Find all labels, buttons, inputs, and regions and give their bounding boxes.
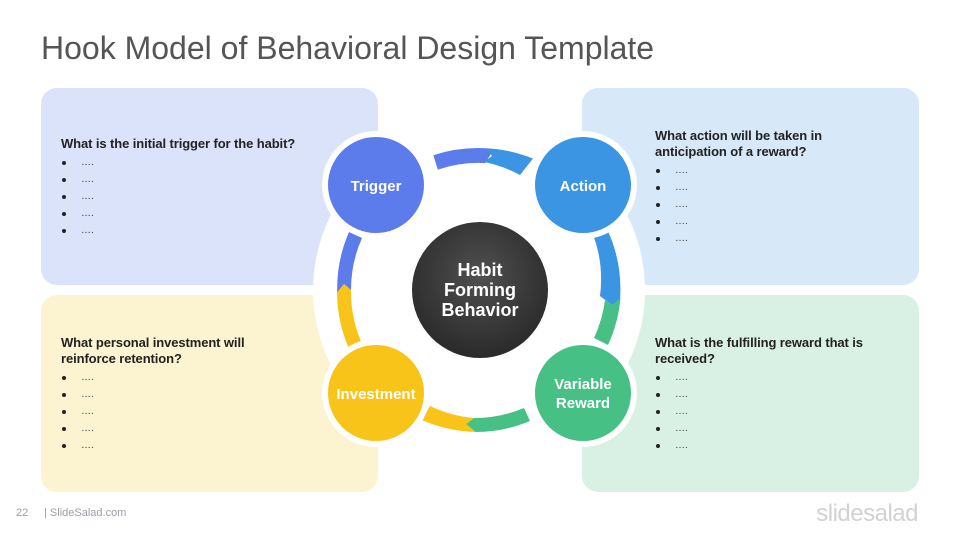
- slide-title: Hook Model of Behavioral Design Template: [41, 30, 655, 66]
- bullet-item: ….: [61, 154, 301, 171]
- bullet-item: ….: [61, 437, 301, 454]
- reward-question: What is the fulfilling reward that is re…: [655, 335, 863, 366]
- trigger-node-label: Trigger: [351, 178, 402, 195]
- bullet-item: ….: [655, 196, 885, 213]
- bullet-item: ….: [61, 403, 301, 420]
- trigger-node-fill: [328, 137, 424, 233]
- bullet-item: ….: [655, 403, 895, 420]
- bullet-item: ….: [655, 162, 885, 179]
- reward-bullet-list: …. …. …. …. ….: [655, 369, 895, 454]
- arrow-reward-to-investment: [466, 408, 530, 433]
- trigger-question: What is the initial trigger for the habi…: [61, 136, 296, 151]
- center-label-line2: Forming: [444, 280, 516, 300]
- page-number: 22: [16, 507, 29, 519]
- footer-site-link[interactable]: | SlideSalad.com: [44, 507, 127, 519]
- investment-question: What personal investment will reinforce …: [61, 335, 245, 366]
- center-circle: [412, 222, 548, 358]
- investment-bullet-list: …. …. …. …. ….: [61, 369, 301, 454]
- bullet-item: ….: [655, 213, 885, 230]
- arrow-action-to-reward: [592, 225, 621, 305]
- action-node: Action: [529, 131, 637, 239]
- reward-node: Variable Reward: [529, 339, 637, 447]
- trigger-panel-content: What is the initial trigger for the habi…: [61, 136, 301, 239]
- bullet-item: ….: [655, 437, 895, 454]
- center-label-line1: Habit: [458, 260, 503, 280]
- reward-node-fill: [535, 345, 631, 441]
- bullet-item: ….: [655, 386, 895, 403]
- bullet-item: ….: [655, 369, 895, 386]
- arrow-investment-to-trigger-head: [337, 232, 362, 292]
- bullet-item: ….: [655, 420, 895, 437]
- action-node-fill: [535, 137, 631, 233]
- trigger-bullet-list: …. …. …. …. ….: [61, 154, 301, 239]
- bullet-item: ….: [61, 222, 301, 239]
- investment-node-label: Investment: [336, 386, 415, 403]
- action-node-label: Action: [560, 178, 607, 195]
- reward-panel-content: What is the fulfilling reward that is re…: [655, 335, 895, 454]
- arrow-trigger-to-action-head: [484, 148, 533, 175]
- investment-node: Investment: [322, 339, 430, 447]
- center-label-line3: Behavior: [441, 300, 518, 320]
- bullet-item: ….: [61, 420, 301, 437]
- bullet-item: ….: [61, 188, 301, 205]
- arrow-reward-to-investment-head: [422, 406, 476, 432]
- action-bullet-list: …. …. …. …. ….: [655, 162, 885, 247]
- arrow-investment-to-trigger: [336, 284, 364, 355]
- bullet-item: ….: [61, 386, 301, 403]
- bullet-item: ….: [61, 205, 301, 222]
- bullet-item: ….: [655, 179, 885, 196]
- bullet-item: ….: [655, 230, 885, 247]
- investment-panel-content: What personal investment will reinforce …: [61, 335, 301, 454]
- arrow-action-to-reward-head: [594, 298, 621, 345]
- trigger-node: Trigger: [322, 131, 430, 239]
- slidesalad-logo: slidesalad: [816, 500, 918, 527]
- bullet-item: ….: [61, 171, 301, 188]
- action-question: What action will be taken in anticipatio…: [655, 128, 822, 159]
- action-panel-content: What action will be taken in anticipatio…: [655, 128, 885, 247]
- arrow-trigger-to-action: [433, 147, 494, 170]
- reward-node-label-line1: Variable: [554, 376, 612, 393]
- bullet-item: ….: [61, 369, 301, 386]
- reward-node-label-line2: Reward: [556, 395, 610, 412]
- investment-node-fill: [328, 345, 424, 441]
